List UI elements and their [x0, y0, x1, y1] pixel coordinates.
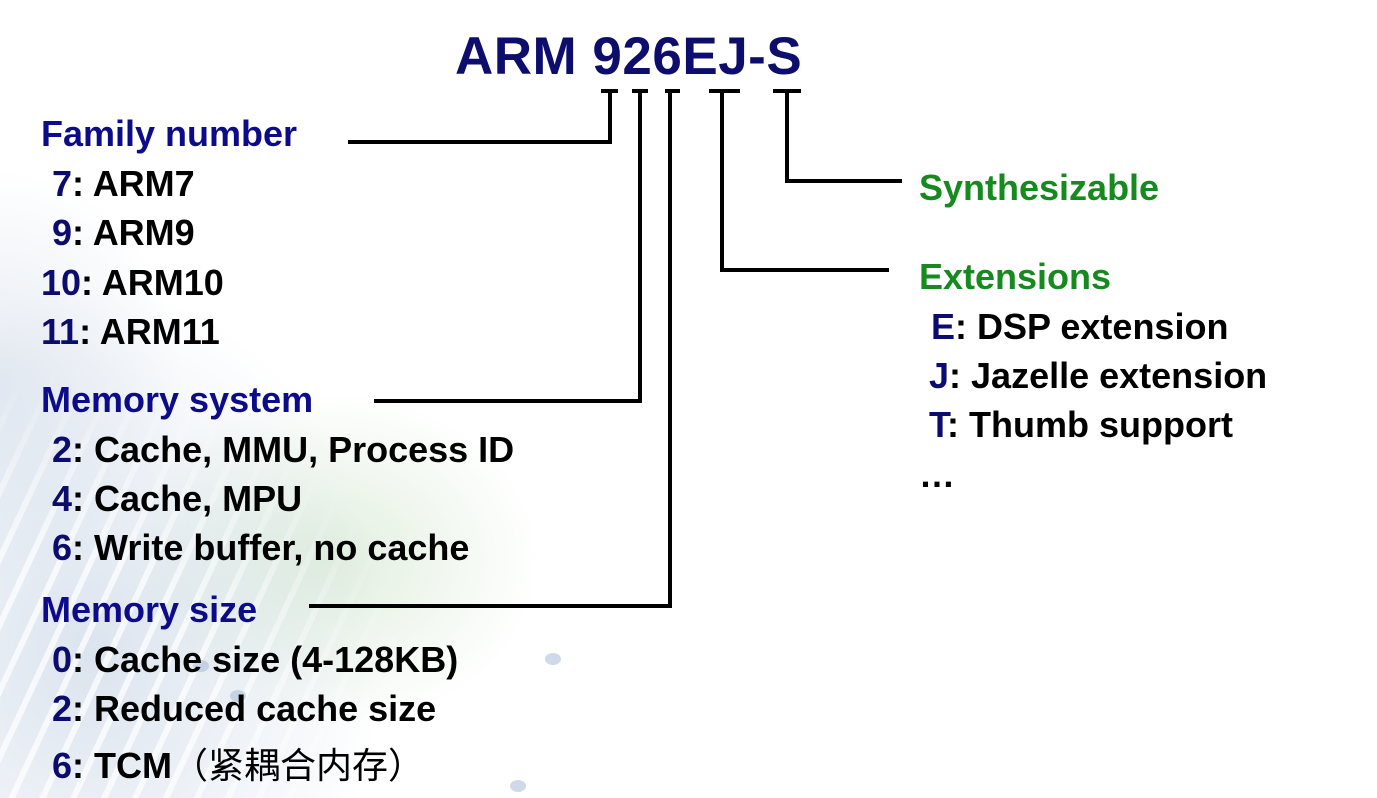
connector-memory-system	[374, 89, 642, 403]
family-value: ARM11	[99, 311, 220, 352]
memory-system-key: 2	[52, 429, 73, 470]
separator: :	[947, 404, 969, 445]
family-key: 9	[52, 212, 73, 253]
memory-size-item: 2: Reduced cache size	[52, 688, 436, 730]
extension-item: T: Thumb support	[929, 404, 1233, 446]
synthesizable-heading: Synthesizable	[919, 167, 1160, 208]
circuit-board-texture	[0, 300, 560, 798]
family-item: 7: ARM7	[52, 163, 195, 205]
extension-value: DSP extension	[977, 306, 1229, 347]
family-number-heading: Family number	[41, 113, 298, 154]
separator: :	[72, 429, 95, 470]
background-dot	[230, 690, 246, 702]
extension-key: E	[931, 306, 956, 347]
memory-system-item: 6: Write buffer, no cache	[52, 527, 469, 569]
family-key: 7	[52, 163, 73, 204]
diagram-title: ARM 926EJ-S	[455, 27, 803, 86]
memory-system-value: Write buffer, no cache	[94, 527, 470, 568]
separator: :	[72, 688, 95, 729]
memory-size-key: 0	[52, 639, 73, 680]
memory-size-note: （紧耦合内存）	[172, 746, 425, 787]
family-key: 10	[41, 262, 82, 303]
memory-size-value: TCM	[94, 745, 173, 786]
separator: :	[72, 527, 95, 568]
memory-system-heading: Memory system	[41, 379, 314, 420]
extension-item: E: DSP extension	[931, 306, 1228, 348]
background-dot	[510, 780, 526, 792]
connector-synthesizable	[785, 89, 902, 183]
family-value: ARM10	[101, 262, 224, 303]
extension-item: J: Jazelle extension	[929, 355, 1267, 397]
memory-system-value: Cache, MPU	[94, 478, 303, 519]
memory-system-key: 4	[52, 478, 73, 519]
separator: :	[72, 212, 93, 253]
memory-size-value: Reduced cache size	[94, 688, 437, 729]
memory-size-heading: Memory size	[41, 589, 258, 630]
memory-size-key: 2	[52, 688, 73, 729]
connector-family	[348, 89, 612, 144]
family-value: ARM9	[92, 212, 195, 253]
memory-system-item: 2: Cache, MMU, Process ID	[52, 429, 514, 471]
separator: :	[72, 639, 95, 680]
memory-size-item: 6: TCM（紧耦合内存）	[52, 737, 424, 789]
memory-system-value: Cache, MMU, Process ID	[94, 429, 515, 470]
family-item: 11: ARM11	[41, 311, 220, 353]
extensions-heading: Extensions	[919, 256, 1112, 297]
separator: :	[72, 745, 95, 786]
extension-value: Jazelle extension	[971, 355, 1268, 396]
memory-system-item: 4: Cache, MPU	[52, 478, 302, 520]
connector-memory-size	[309, 89, 672, 608]
connector-extensions	[720, 89, 889, 272]
separator: :	[81, 262, 102, 303]
separator: :	[955, 306, 978, 347]
family-item: 9: ARM9	[52, 212, 195, 254]
memory-size-value: Cache size (4-128KB)	[94, 639, 459, 680]
background-dot	[193, 660, 209, 672]
extension-value: Thumb support	[969, 404, 1233, 445]
family-value: ARM7	[92, 163, 195, 204]
extension-key: T	[929, 404, 947, 445]
memory-size-item: 0: Cache size (4-128KB)	[52, 639, 458, 681]
family-key: 11	[41, 311, 80, 352]
separator: :	[79, 311, 100, 352]
extensions-ellipsis: …	[919, 454, 955, 495]
separator: :	[72, 478, 95, 519]
background-dot	[545, 653, 561, 665]
memory-size-key: 6	[52, 745, 73, 786]
separator: :	[949, 355, 972, 396]
separator: :	[72, 163, 93, 204]
memory-system-key: 6	[52, 527, 73, 568]
extension-key: J	[929, 355, 950, 396]
family-item: 10: ARM10	[41, 262, 224, 304]
